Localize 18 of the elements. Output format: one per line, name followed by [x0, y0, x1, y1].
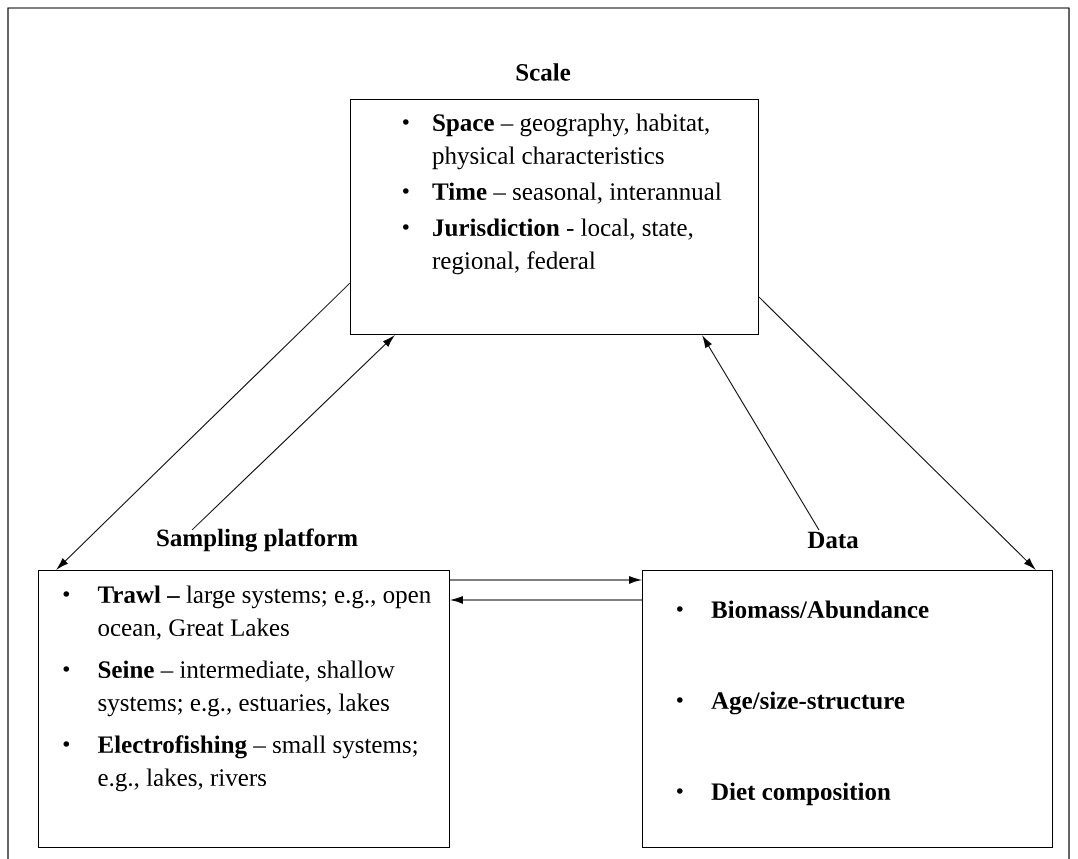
list-item: Jurisdiction - local, state, regional, federal	[432, 218, 693, 275]
list-item: Age/size-structure	[711, 691, 905, 715]
heading: Data	[807, 531, 859, 549]
list-item: Diet composition	[711, 782, 891, 806]
heading: Sampling platform	[157, 528, 358, 552]
list-item: Seine – intermediate, shallow systems; e.g., estuaries, lakes	[98, 660, 395, 717]
heading: Scale	[516, 63, 571, 81]
list-item: Space – geography, habitat, physical characteristics	[432, 113, 709, 170]
arrow	[191, 336, 394, 531]
arrow	[758, 296, 1035, 569]
list-item: Biomass/Abundance	[711, 600, 929, 619]
list-item: Time – seasonal, interannual	[432, 182, 722, 204]
list-item: Trawl – large systems; e.g., open ocean, Great Lakes	[97, 585, 431, 640]
arrow	[452, 596, 643, 604]
arrow	[449, 576, 640, 584]
arrow	[702, 336, 820, 531]
arrow	[57, 282, 351, 569]
list-item: Electrofishing – small systems; e.g., lakes, rivers	[97, 735, 417, 792]
